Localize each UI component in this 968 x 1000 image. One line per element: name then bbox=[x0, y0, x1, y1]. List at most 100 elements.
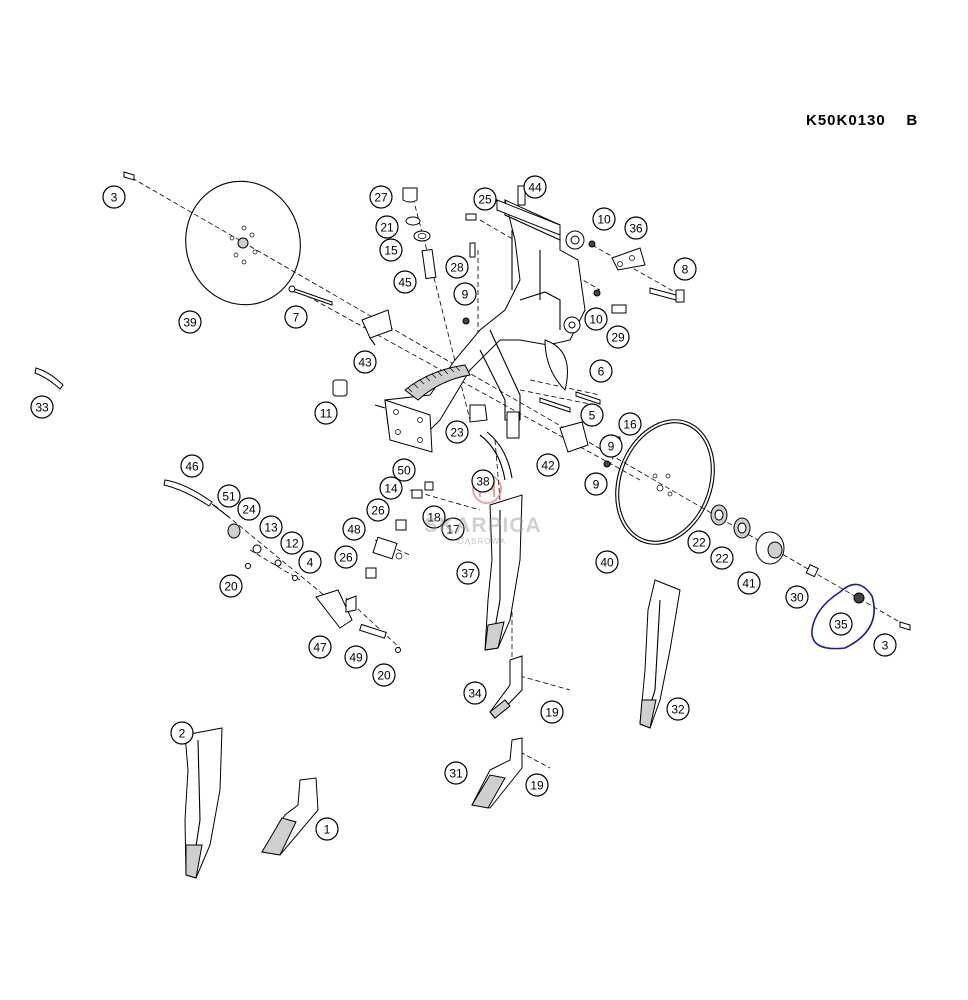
callout-circle bbox=[366, 498, 390, 522]
callout-circle bbox=[102, 185, 126, 209]
callout-circle bbox=[580, 403, 604, 427]
callout-50: 50 bbox=[392, 458, 416, 482]
callout-circle bbox=[375, 215, 399, 239]
callout-2: 2 bbox=[170, 721, 194, 745]
callout-number: 2 bbox=[179, 727, 186, 741]
callout-number: 10 bbox=[589, 313, 603, 327]
callout-44: 44 bbox=[523, 175, 547, 199]
callout-6: 6 bbox=[589, 359, 613, 383]
callout-circle bbox=[584, 472, 608, 496]
callout-18: 18 bbox=[422, 505, 446, 529]
callout-number: 41 bbox=[742, 577, 756, 591]
callout-circle bbox=[710, 546, 734, 570]
callout-number: 20 bbox=[224, 580, 238, 594]
callout-21: 21 bbox=[375, 215, 399, 239]
callout-9: 9 bbox=[453, 282, 477, 306]
callout-number: 15 bbox=[384, 244, 398, 258]
callout-number: 36 bbox=[629, 222, 643, 236]
callout-number: 10 bbox=[597, 213, 611, 227]
callout-3: 3 bbox=[873, 633, 897, 657]
callout-circle bbox=[298, 550, 322, 574]
callout-20: 20 bbox=[372, 663, 396, 687]
callout-circle bbox=[445, 255, 469, 279]
shanks-and-points bbox=[184, 494, 681, 879]
callout-39: 39 bbox=[178, 310, 202, 334]
callout-19: 19 bbox=[540, 700, 564, 724]
callout-8: 8 bbox=[673, 257, 697, 281]
callout-number: 30 bbox=[790, 591, 804, 605]
callout-circle bbox=[392, 458, 416, 482]
callout-number: 4 bbox=[307, 556, 314, 570]
callout-number: 9 bbox=[593, 478, 600, 492]
callout-1: 1 bbox=[315, 817, 339, 841]
callout-number: 3 bbox=[882, 639, 889, 653]
callout-number: 39 bbox=[183, 316, 197, 330]
callout-circle bbox=[673, 257, 697, 281]
callout-number: 45 bbox=[398, 276, 412, 290]
callout-number: 20 bbox=[377, 669, 391, 683]
callout-number: 51 bbox=[222, 490, 236, 504]
callout-number: 46 bbox=[185, 460, 199, 474]
callout-number: 19 bbox=[545, 706, 559, 720]
callout-number: 26 bbox=[339, 551, 353, 565]
callout-number: 11 bbox=[320, 407, 333, 421]
callout-circle bbox=[217, 484, 241, 508]
callout-number: 19 bbox=[530, 779, 544, 793]
callout-25: 25 bbox=[473, 187, 497, 211]
callout-11: 11 bbox=[314, 401, 338, 425]
callout-number: 7 bbox=[293, 311, 300, 325]
callout-10: 10 bbox=[592, 207, 616, 231]
callout-circle bbox=[379, 476, 403, 500]
callout-number: 47 bbox=[313, 641, 327, 655]
callout-circle bbox=[525, 773, 549, 797]
coulter-disc-left bbox=[185, 180, 301, 306]
callout-number: 25 bbox=[478, 193, 492, 207]
callout-circle bbox=[237, 497, 261, 521]
callout-37: 37 bbox=[456, 561, 480, 585]
callout-circle bbox=[687, 530, 711, 554]
part-callouts: 1233456789991010111213141516171819192020… bbox=[30, 175, 897, 841]
callout-circle bbox=[280, 531, 304, 555]
callout-12: 12 bbox=[280, 531, 304, 555]
callout-number: 23 bbox=[450, 426, 464, 440]
callout-circle bbox=[334, 545, 358, 569]
callout-number: 18 bbox=[427, 511, 441, 525]
callout-circle bbox=[353, 350, 377, 374]
callout-26: 26 bbox=[366, 498, 390, 522]
callout-number: 43 bbox=[358, 356, 372, 370]
callout-circle bbox=[785, 585, 809, 609]
callout-48: 48 bbox=[342, 517, 366, 541]
watermark-name: SKARPICA bbox=[424, 514, 542, 537]
callout-3: 3 bbox=[102, 185, 126, 209]
callout-number: 24 bbox=[242, 503, 256, 517]
callout-30: 30 bbox=[785, 585, 809, 609]
callout-22: 22 bbox=[687, 530, 711, 554]
callout-13: 13 bbox=[259, 515, 283, 539]
callout-circle bbox=[180, 454, 204, 478]
callout-circle bbox=[284, 305, 308, 329]
callout-number: 27 bbox=[374, 191, 388, 205]
callout-33: 33 bbox=[30, 395, 54, 419]
callout-27: 27 bbox=[369, 185, 393, 209]
callout-number: 35 bbox=[834, 618, 848, 632]
callout-number: 34 bbox=[468, 687, 482, 701]
callout-9: 9 bbox=[584, 472, 608, 496]
callout-number: 22 bbox=[692, 536, 706, 550]
callout-28: 28 bbox=[445, 255, 469, 279]
callout-20: 20 bbox=[219, 574, 243, 598]
callout-47: 47 bbox=[308, 635, 332, 659]
watermark-subtitle: DĄBROWA bbox=[458, 537, 507, 546]
callout-circle bbox=[445, 420, 469, 444]
callout-number: 31 bbox=[449, 767, 463, 781]
callout-19: 19 bbox=[525, 773, 549, 797]
callout-number: 40 bbox=[600, 556, 614, 570]
callout-circle bbox=[589, 359, 613, 383]
callout-circle bbox=[30, 395, 54, 419]
callout-circle bbox=[523, 175, 547, 199]
callout-circle bbox=[444, 761, 468, 785]
callout-23: 23 bbox=[445, 420, 469, 444]
drawing-code: K50K0130 B bbox=[806, 112, 919, 129]
callout-number: 50 bbox=[397, 464, 411, 478]
callout-29: 29 bbox=[606, 325, 630, 349]
